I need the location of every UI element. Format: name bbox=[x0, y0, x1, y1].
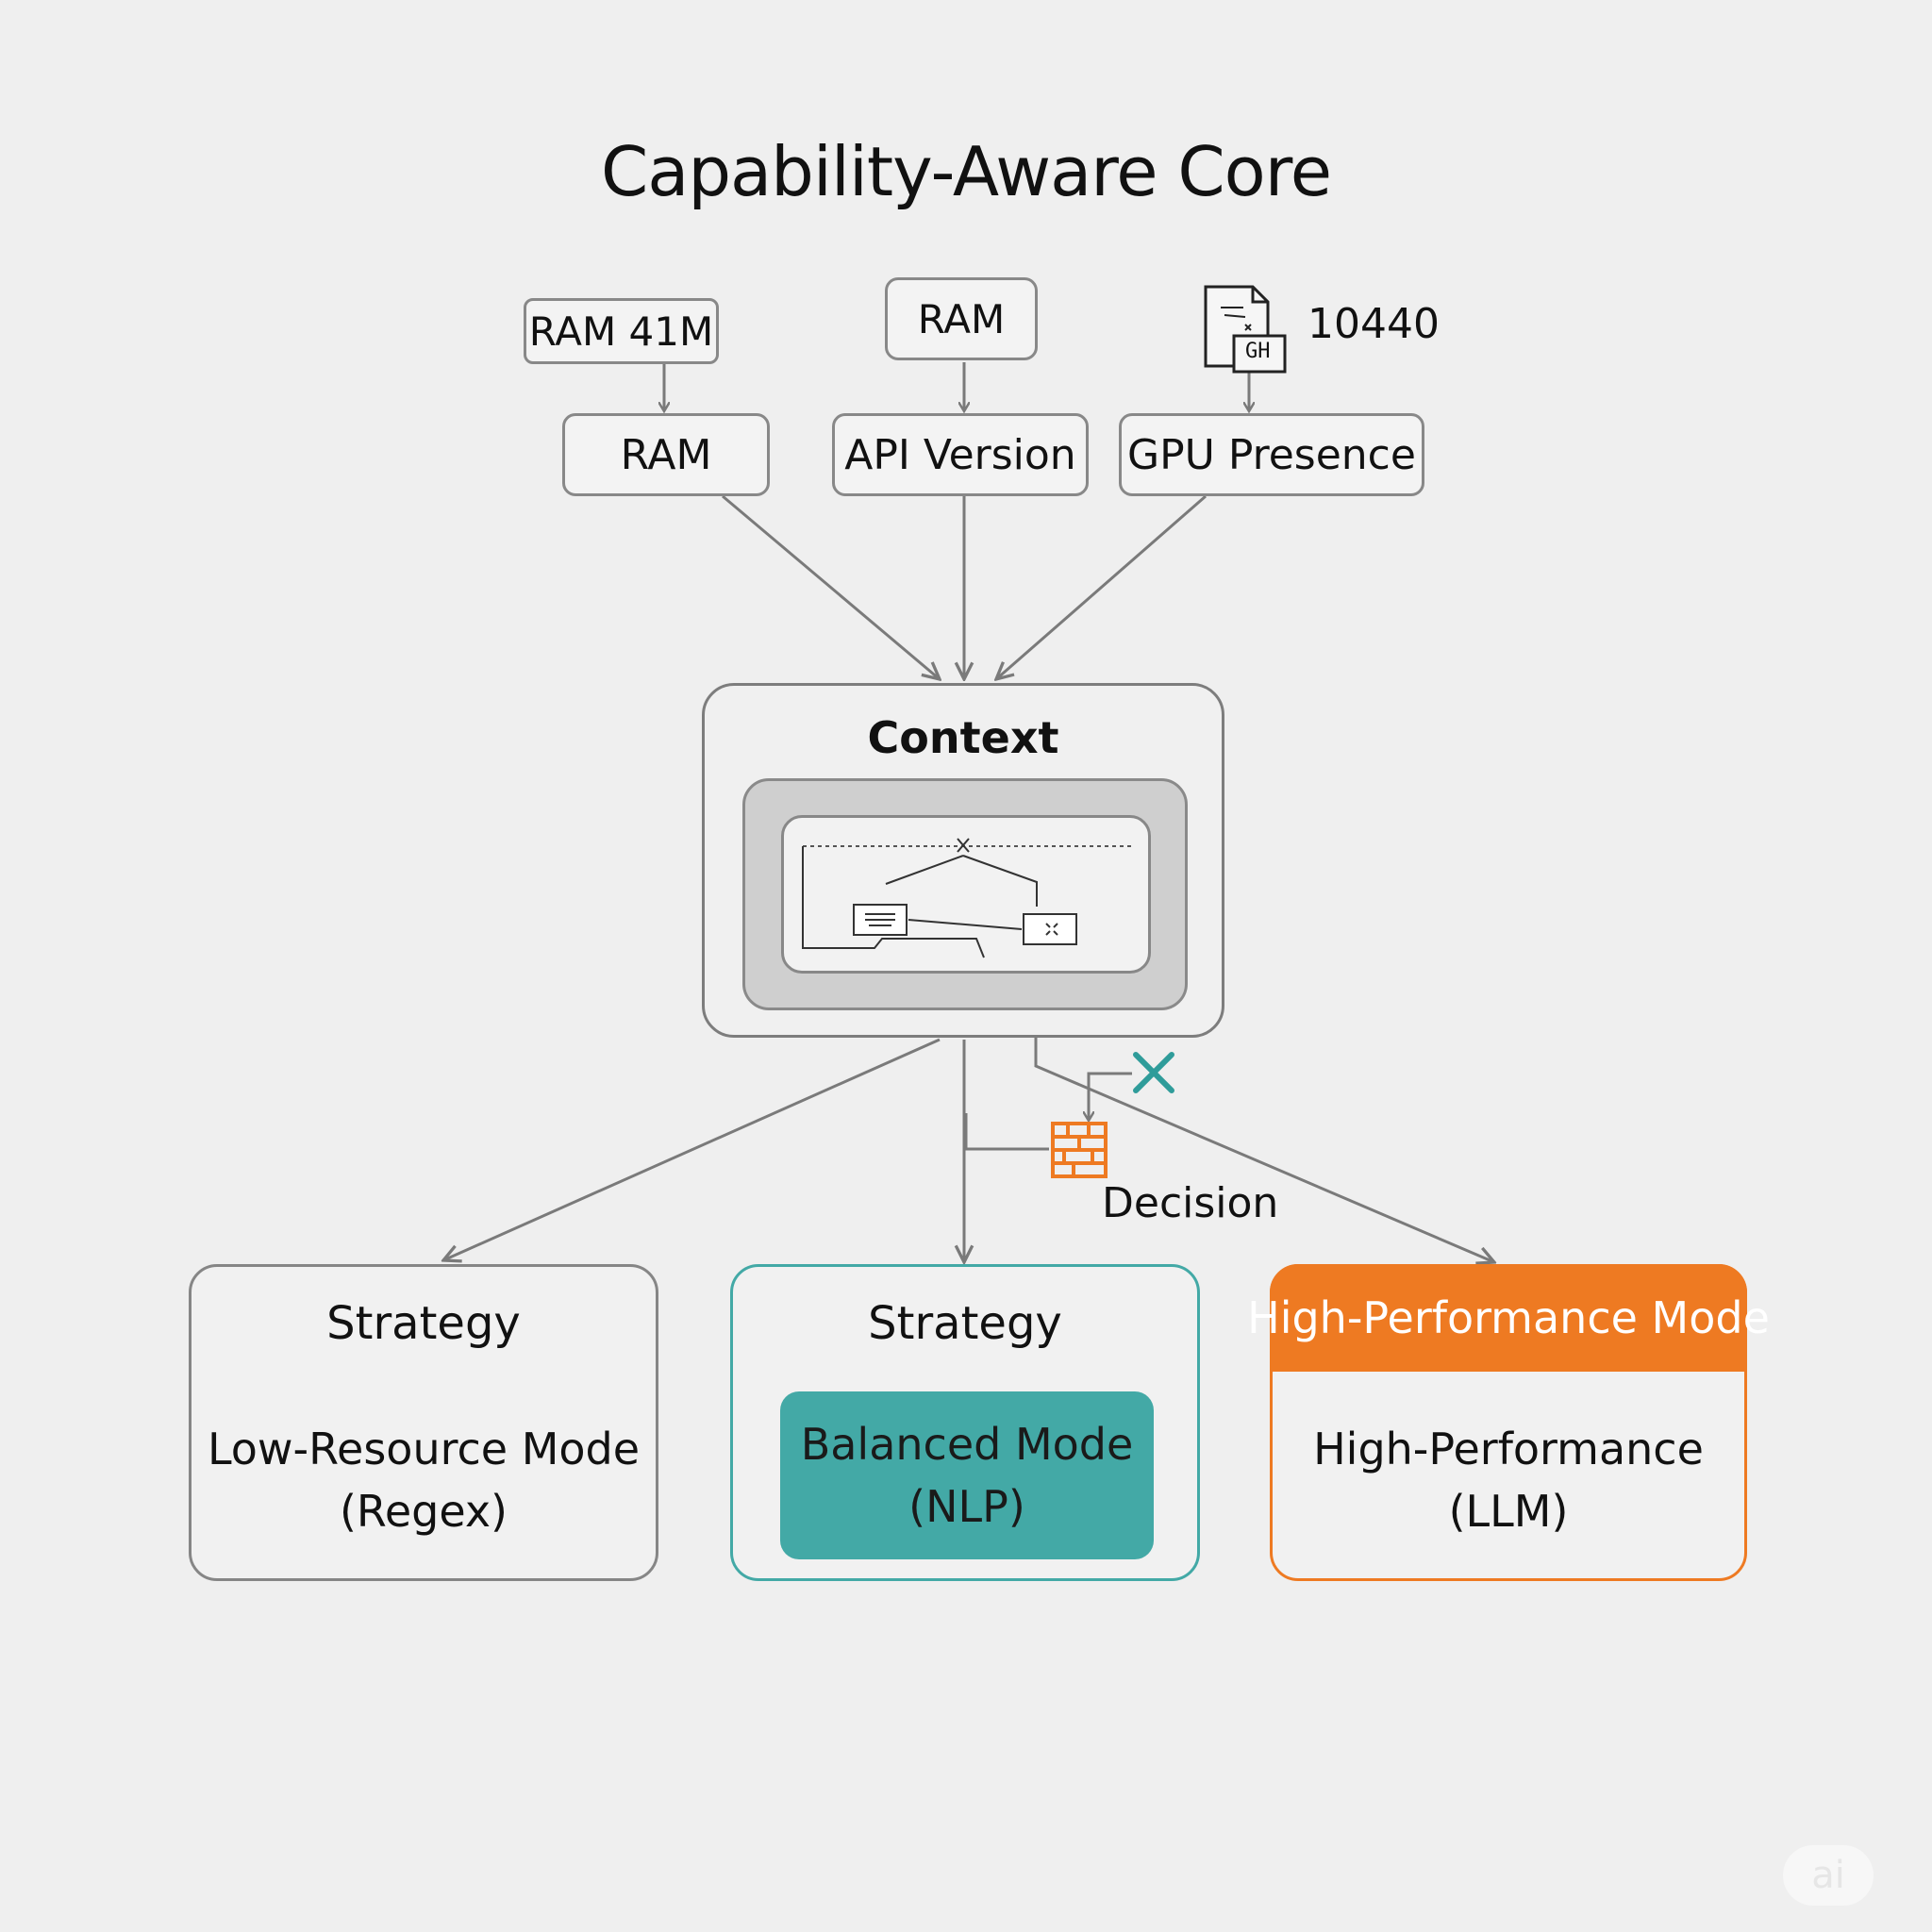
watermark-badge: ai bbox=[1783, 1845, 1874, 1906]
mode-name: Low-Resource Mode bbox=[207, 1424, 641, 1474]
mini-flow-icon bbox=[802, 838, 1133, 958]
mode-method: (LLM) bbox=[1448, 1486, 1569, 1537]
ram-input-box: RAM bbox=[562, 413, 770, 496]
gpu-presence-box: GPU Presence bbox=[1119, 413, 1424, 496]
mode-method: (Regex) bbox=[339, 1486, 508, 1537]
context-title: Context bbox=[867, 712, 1059, 763]
strategy-mode: Low-Resource Mode (Regex) bbox=[192, 1418, 656, 1542]
decision-grid-icon bbox=[1051, 1122, 1108, 1178]
arrow-gpu-to-context bbox=[996, 494, 1207, 679]
high-performance-strategy-card: High-Performance Mode High-Performance (… bbox=[1247, 1264, 1770, 1581]
gpu-value-label: 10440 bbox=[1307, 300, 1440, 348]
context-box: Context bbox=[702, 683, 1224, 1038]
x-to-decision-line bbox=[1089, 1072, 1132, 1121]
arrow-context-to-low bbox=[443, 1038, 941, 1260]
low-resource-strategy-card: Strategy Low-Resource Mode (Regex) bbox=[189, 1264, 658, 1581]
file-icon-text: GH bbox=[1245, 340, 1271, 363]
high-performance-header: High-Performance Mode bbox=[1247, 1264, 1770, 1372]
decision-branch-line bbox=[964, 1113, 1049, 1151]
api-version-box: API Version bbox=[832, 413, 1089, 496]
ram-41m-box: RAM 41M bbox=[524, 298, 719, 364]
strategy-title: Strategy bbox=[326, 1297, 521, 1350]
close-icon bbox=[1133, 1052, 1174, 1093]
diagram-title: Capability-Aware Core bbox=[600, 132, 1332, 211]
context-inner-frame bbox=[781, 815, 1151, 974]
ram-41m-label: RAM 41M bbox=[528, 308, 714, 355]
mode-name: Balanced Mode bbox=[800, 1419, 1134, 1470]
api-version-label: API Version bbox=[844, 430, 1076, 479]
mode-method: (NLP) bbox=[908, 1481, 1025, 1532]
ram-top-box: RAM bbox=[885, 277, 1038, 360]
decision-label: Decision bbox=[1102, 1179, 1279, 1227]
balanced-mode-panel: Balanced Mode (NLP) bbox=[780, 1391, 1154, 1559]
arrow-ram-to-context bbox=[722, 494, 940, 679]
balanced-strategy-card: Strategy Balanced Mode (NLP) bbox=[730, 1264, 1200, 1581]
mode-name: High-Performance bbox=[1313, 1424, 1704, 1474]
ram-top-label: RAM bbox=[917, 295, 1006, 342]
file-document-icon bbox=[1204, 285, 1287, 374]
loading-card-icon bbox=[1023, 913, 1077, 945]
ram-input-label: RAM bbox=[620, 430, 712, 479]
message-card-icon bbox=[853, 904, 908, 936]
gpu-presence-label: GPU Presence bbox=[1127, 430, 1416, 479]
strategy-mode: High-Performance (LLM) bbox=[1273, 1418, 1744, 1542]
strategy-title: Strategy bbox=[868, 1297, 1062, 1350]
context-outer-frame bbox=[742, 778, 1188, 1010]
